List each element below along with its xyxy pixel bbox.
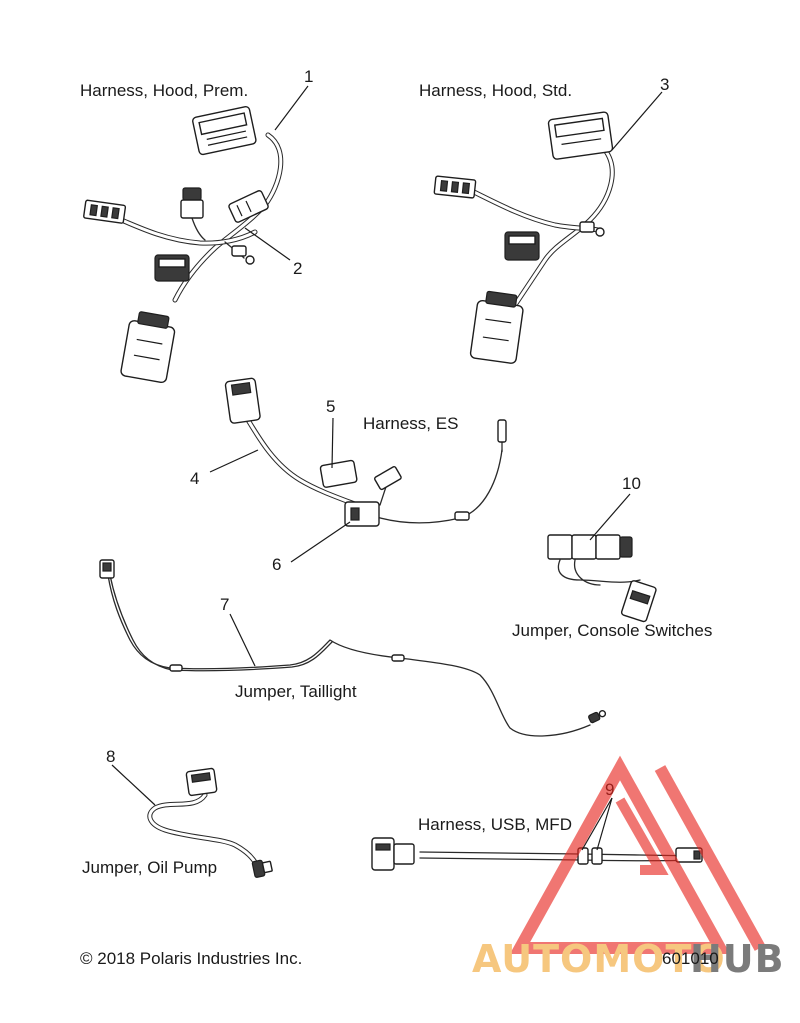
watermark-logo: AUTOMOTO HUB <box>472 755 785 981</box>
figure-number: 601010 <box>662 949 719 968</box>
harness-usb-mfd-drawing <box>371 837 703 871</box>
callout-4: 4 <box>190 469 199 488</box>
label-harness-hood-std: Harness, Hood, Std. <box>419 81 572 100</box>
label-harness-usb-mfd: Harness, USB, MFD <box>418 815 572 834</box>
label-jumper-console-switches: Jumper, Console Switches <box>512 621 712 640</box>
jumper-taillight-drawing <box>99 559 607 737</box>
harness-hood-std-drawing <box>433 111 615 364</box>
label-jumper-oil-pump: Jumper, Oil Pump <box>82 858 217 877</box>
harness-es-drawing <box>224 377 507 527</box>
jumper-oil-pump-drawing <box>147 767 273 878</box>
copyright-notice: © 2018 Polaris Industries Inc. <box>80 949 302 968</box>
callout-6: 6 <box>272 555 281 574</box>
callout-8: 8 <box>106 747 115 766</box>
callout-5: 5 <box>326 397 335 416</box>
callout-leaders <box>111 85 663 851</box>
callout-7: 7 <box>220 595 229 614</box>
callout-3: 3 <box>660 75 669 94</box>
callout-2: 2 <box>293 259 302 278</box>
callout-10: 10 <box>622 474 641 493</box>
harness-hood-prem-drawing <box>83 105 284 384</box>
jumper-console-switches-drawing <box>547 534 657 623</box>
watermark-text-part2: HUB <box>690 937 785 981</box>
label-jumper-taillight: Jumper, Taillight <box>235 682 357 701</box>
watermark-text-part1: AUTOMOTO <box>472 937 726 981</box>
label-harness-es: Harness, ES <box>363 414 458 433</box>
label-harness-hood-prem: Harness, Hood, Prem. <box>80 81 248 100</box>
callout-1: 1 <box>304 67 313 86</box>
